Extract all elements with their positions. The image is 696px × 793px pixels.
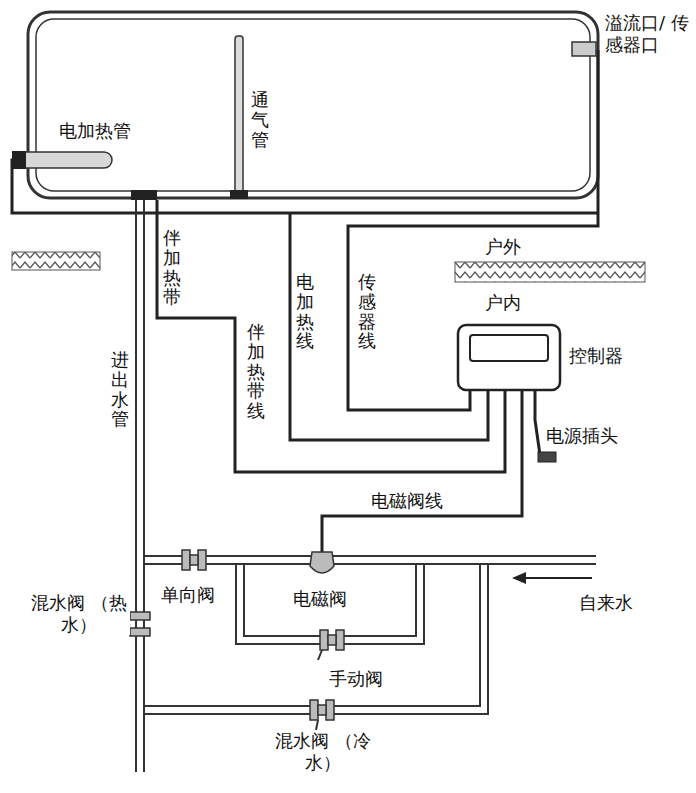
part-label: 通气管 — [250, 90, 270, 149]
heater-wire — [290, 213, 488, 440]
solenoid-valve — [310, 552, 334, 573]
wall-band — [455, 262, 645, 282]
part-label: 户外 — [484, 236, 522, 258]
part-label: 电加热管 — [58, 120, 132, 142]
part-label: 伴加热带线 — [246, 322, 266, 421]
controller-box: 控制器 — [458, 325, 560, 390]
tap-arrowhead — [512, 572, 526, 584]
manual-valve — [320, 630, 328, 650]
band-wire — [157, 200, 505, 472]
part-label: 传感器线 — [357, 272, 377, 351]
check-valve — [182, 550, 190, 570]
plug-wire — [535, 390, 540, 455]
part-label: 自来水 — [578, 592, 634, 614]
heater-tube — [16, 152, 112, 168]
part-label: 混水阀 （冷水） — [270, 730, 376, 773]
part-label: 单向阀 — [160, 584, 216, 606]
part-label: 进出水管 — [110, 350, 130, 429]
tank-inner — [36, 19, 590, 191]
outlet-fitting — [131, 190, 157, 200]
hot-mix-valve — [130, 612, 150, 620]
part-label: 混水阀 （热水） — [28, 592, 130, 635]
part-label: 伴加热带 — [162, 228, 182, 307]
part-label: 手动阀 — [328, 668, 384, 690]
cold-pipe — [144, 564, 488, 714]
vent-fitting — [230, 190, 248, 199]
tap-arrow — [522, 577, 592, 579]
bypass-pipe — [236, 564, 424, 644]
ground-band — [12, 252, 100, 270]
controller-screen — [470, 335, 548, 361]
vent-pipe — [235, 36, 243, 194]
controller-housing — [458, 325, 560, 390]
part-label: 溢流口/ 传感器口 — [604, 12, 692, 55]
part-label: 电源插头 — [545, 425, 619, 447]
part-label: 户内 — [484, 292, 522, 314]
power-plug — [538, 452, 556, 462]
water-tank — [28, 12, 598, 198]
part-label: 电加热线 — [295, 272, 315, 351]
solenoid-wire — [322, 390, 522, 552]
sensor-riser — [597, 50, 600, 213]
sensor-wire — [348, 213, 598, 410]
in-out-pipe — [136, 200, 144, 772]
cold-mix-valve — [310, 700, 318, 720]
overflow-port — [572, 42, 596, 56]
part-label: 电磁阀线 — [370, 490, 444, 512]
main-wire — [12, 160, 598, 213]
controller-label: 控制器 — [568, 345, 624, 367]
part-label: 电磁阀 — [292, 588, 348, 610]
top-pipe — [144, 556, 596, 564]
